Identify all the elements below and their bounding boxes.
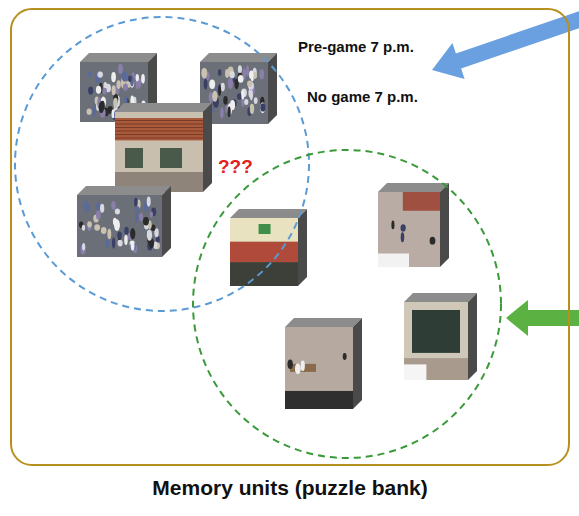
time-cluster-circle: No game 7 p.m.: [192, 149, 502, 459]
image-cube: [77, 186, 171, 257]
image-cube: [285, 318, 362, 409]
cluster-label: Pre-game 7 p.m.: [298, 38, 414, 55]
label-holder: ???: [218, 156, 253, 178]
circle-outline: [192, 149, 502, 459]
image-cube: [115, 103, 212, 192]
blue-arrow: [432, 8, 579, 79]
cluster-label: No game 7 p.m.: [307, 88, 418, 105]
question-mark: ???: [218, 156, 253, 178]
circle-outline: [14, 16, 310, 312]
time-cluster-circle: Pre-game 7 p.m.: [14, 16, 310, 312]
image-cube: [404, 293, 477, 380]
image-cube: [378, 183, 449, 267]
caption-heading: Memory units (puzzle bank): [12, 476, 568, 500]
memory-bank-box: Memory units (puzzle bank)Pre-game 7 p.m…: [10, 8, 570, 466]
text-holder: Memory units (puzzle bank): [12, 476, 568, 500]
text-holder: No game 7 p.m.: [307, 88, 418, 105]
text-holder: Pre-game 7 p.m.: [298, 38, 414, 55]
image-cube: [230, 209, 307, 286]
